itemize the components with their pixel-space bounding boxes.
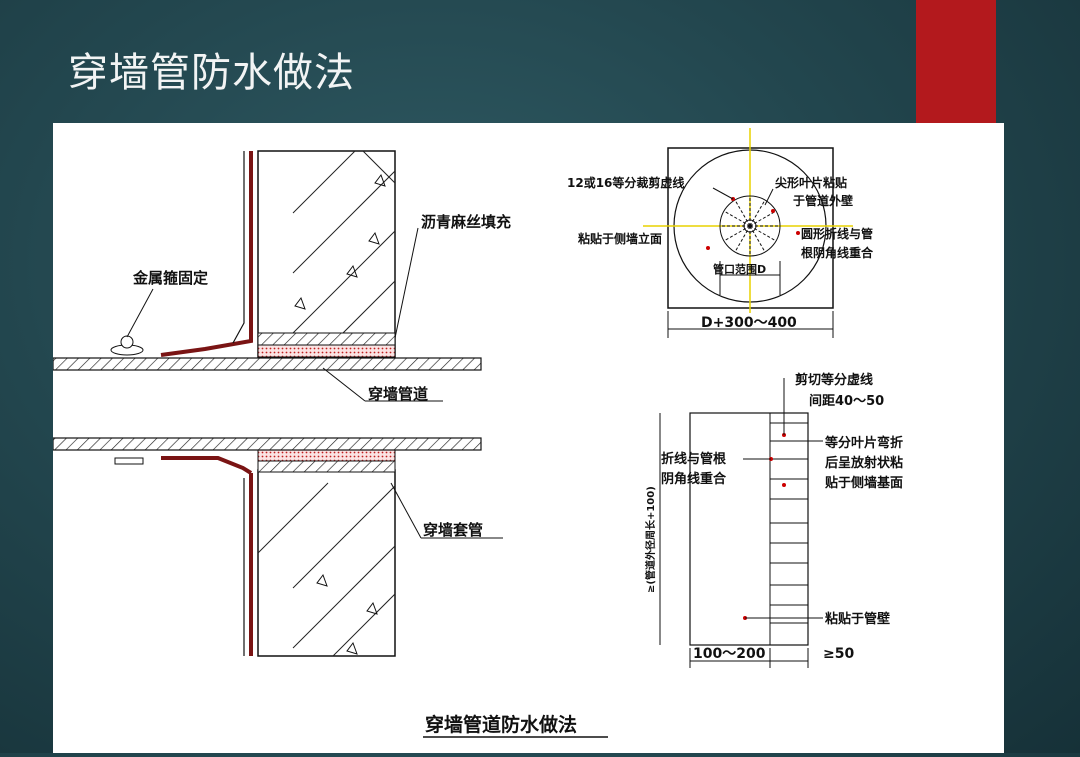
- label-ring-1: 圆形折线与管: [801, 226, 873, 241]
- label-fold-1: 折线与管根: [661, 451, 727, 467]
- label-bend-2: 后呈放射状粘: [825, 455, 903, 471]
- label-metal-hoop: 金属箍固定: [132, 269, 208, 287]
- label-height-dim: ≥(管道外径周长+100): [644, 486, 657, 593]
- accent-bar: [916, 0, 996, 124]
- slide-title: 穿墙管防水做法: [68, 50, 355, 96]
- strip-view: 剪切等分虚线 间距40～50 折线与管根 阴角线重合 等分叶片弯折 后呈放射状粘…: [644, 372, 903, 668]
- label-fold-2: 阴角线重合: [661, 471, 727, 487]
- technical-drawing: 金属箍固定 沥青麻丝填充 穿墙管道 穿墙套管: [52, 123, 1004, 753]
- label-dashed-cut: 12或16等分裁剪虚线: [567, 175, 684, 190]
- label-tab-dim: ≥50: [823, 646, 854, 662]
- drawing-caption: 穿墙管道防水做法: [425, 713, 577, 736]
- label-stick-pipe: 粘贴于管壁: [824, 611, 890, 627]
- label-cut-2: 间距40～50: [809, 393, 884, 409]
- label-wall-pipe: 穿墙管道: [368, 385, 428, 403]
- label-cut-1: 剪切等分虚线: [795, 372, 873, 388]
- label-leaf-2: 于管道外壁: [793, 193, 853, 208]
- label-asphalt-fill: 沥青麻丝填充: [421, 213, 511, 231]
- label-leaf-1: 尖形叶片粘贴: [775, 175, 847, 190]
- wall-lower-hatch: [257, 482, 396, 657]
- plan-view: 12或16等分裁剪虚线 尖形叶片粘贴 于管道外壁 粘贴于侧墙立面 圆形折线与管 …: [567, 128, 874, 338]
- label-side-wall: 粘贴于侧墙立面: [578, 231, 662, 246]
- radial-cuts: [720, 196, 780, 256]
- label-plan-width: D+300～400: [701, 315, 797, 331]
- label-bend-3: 贴于侧墙基面: [825, 475, 903, 491]
- label-strip-width: 100～200: [693, 646, 766, 662]
- label-bend-1: 等分叶片弯折: [824, 435, 903, 451]
- section-view: 金属箍固定 沥青麻丝填充 穿墙管道 穿墙套管: [52, 150, 511, 657]
- label-opening: 管口范围D: [713, 262, 766, 276]
- label-ring-2: 根阴角线重合: [801, 245, 874, 260]
- label-wall-sleeve: 穿墙套管: [423, 521, 483, 539]
- strip-cuts: [770, 422, 808, 624]
